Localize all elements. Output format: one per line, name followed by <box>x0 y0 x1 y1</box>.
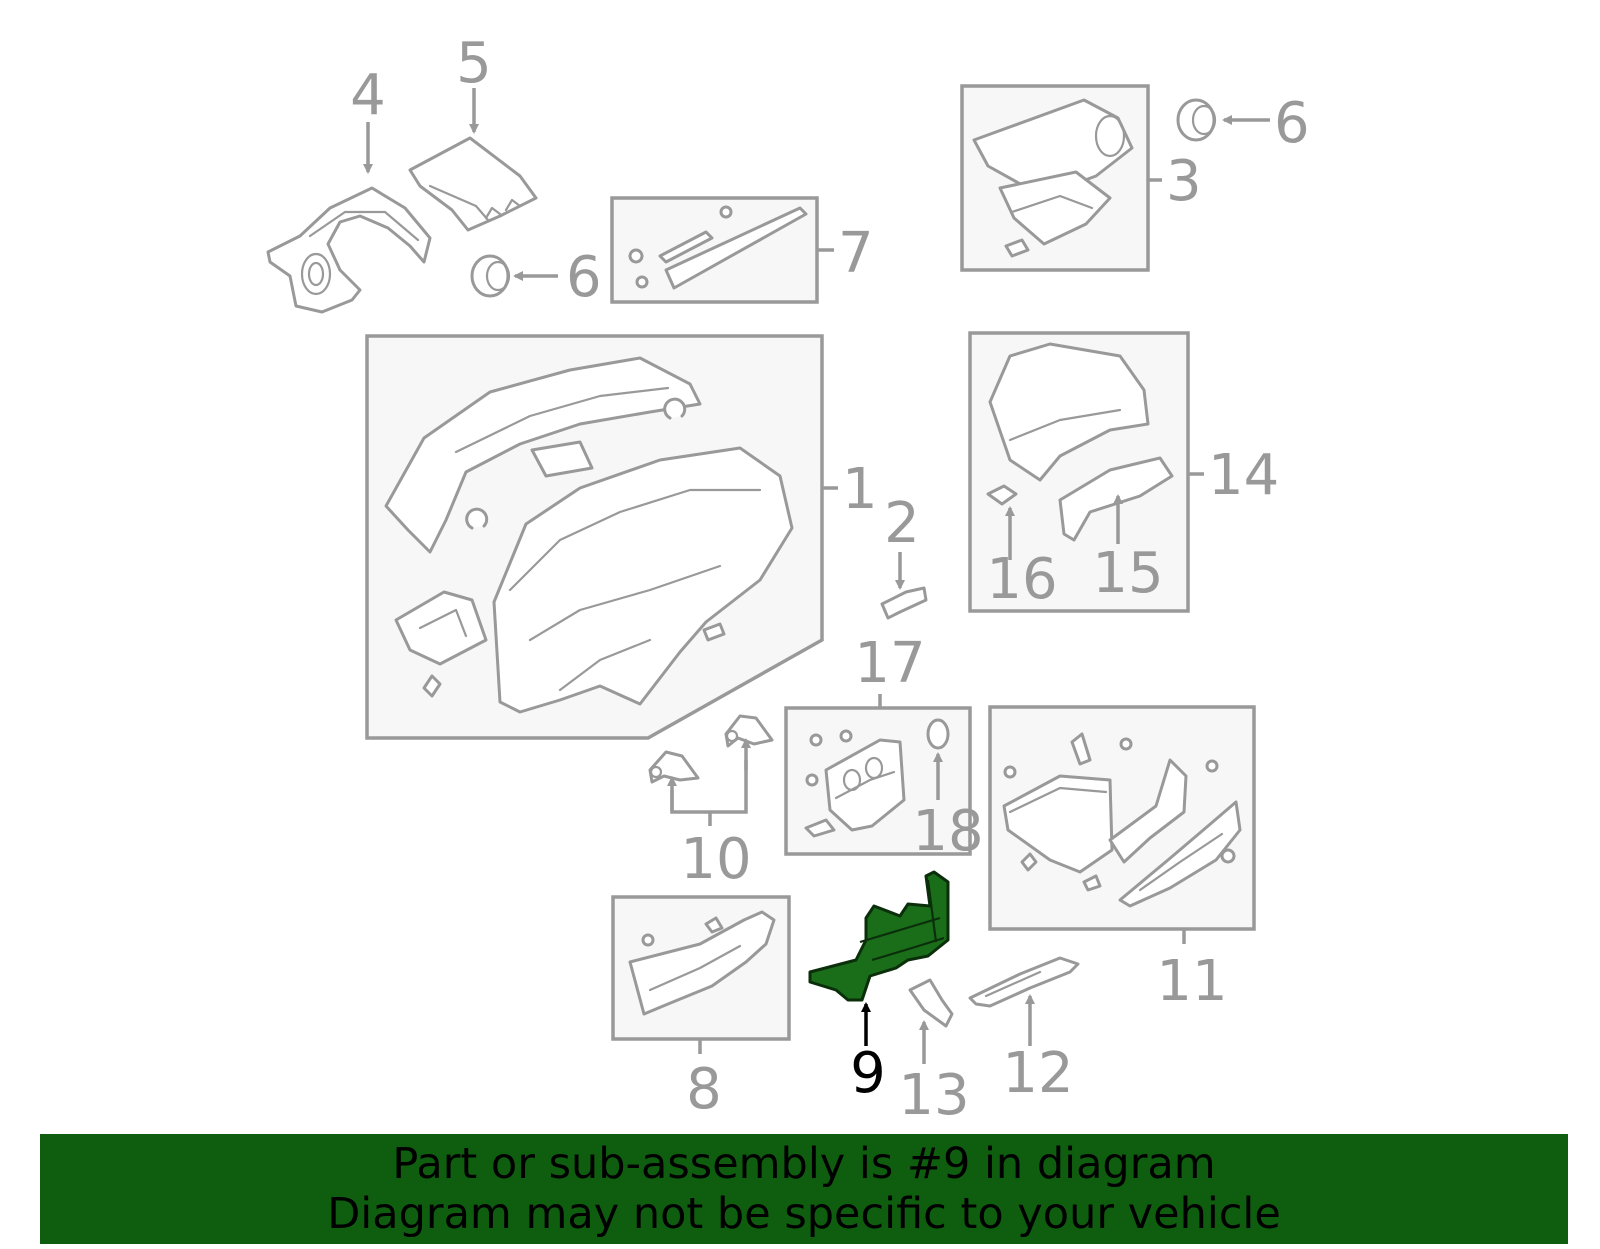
callout-8: 8 <box>686 1057 722 1122</box>
part-16-clip[interactable] <box>986 484 1018 506</box>
part-17-center-bezel[interactable] <box>804 729 906 838</box>
info-banner: Part or sub-assembly is #9 in diagram Di… <box>40 1134 1568 1244</box>
callout-10: 10 <box>680 827 751 892</box>
part-11-glove-box[interactable] <box>1002 732 1242 908</box>
part-7-trim-strip[interactable] <box>628 205 808 290</box>
part-9-highlighted-bracket[interactable] <box>808 870 950 1002</box>
part-10-brackets[interactable] <box>648 714 774 784</box>
callout-7: 7 <box>838 221 874 286</box>
banner-line-disclaimer: Diagram may not be specific to your vehi… <box>327 1189 1281 1239</box>
part-4-cluster-hood[interactable] <box>266 186 432 314</box>
callout-15: 15 <box>1092 541 1163 606</box>
callout-3: 3 <box>1166 149 1202 214</box>
callout-13: 13 <box>898 1063 969 1128</box>
callout-12: 12 <box>1002 1041 1073 1106</box>
part-6-grommet-left[interactable] <box>470 254 511 298</box>
part-8-lower-cover[interactable] <box>628 910 776 1016</box>
callout-11: 11 <box>1156 949 1227 1014</box>
callout-9: 9 <box>850 1041 886 1106</box>
banner-line-part: Part or sub-assembly is #9 in diagram <box>392 1139 1216 1189</box>
part-5-upper-panel[interactable] <box>408 136 538 232</box>
callout-16: 16 <box>986 547 1057 612</box>
callout-6-left: 6 <box>566 245 602 310</box>
part-18-ring[interactable] <box>926 718 950 750</box>
part-2-bracket[interactable] <box>880 586 928 620</box>
callout-2: 2 <box>884 491 920 556</box>
callout-14: 14 <box>1208 443 1279 508</box>
part-3-center-panel[interactable] <box>972 98 1134 258</box>
part-12-bracket[interactable] <box>968 956 1080 1008</box>
callout-17: 17 <box>854 631 925 696</box>
callout-18: 18 <box>912 799 983 864</box>
callout-6-right: 6 <box>1274 91 1310 156</box>
part-6-grommet-right[interactable] <box>1176 98 1217 142</box>
part-13-bracket[interactable] <box>908 978 954 1028</box>
part-14-cluster-bezel[interactable] <box>988 342 1150 482</box>
part-1-instrument-panel[interactable] <box>384 356 794 714</box>
callout-1: 1 <box>842 457 878 522</box>
callout-5: 5 <box>456 31 492 96</box>
callout-4: 4 <box>350 63 386 128</box>
